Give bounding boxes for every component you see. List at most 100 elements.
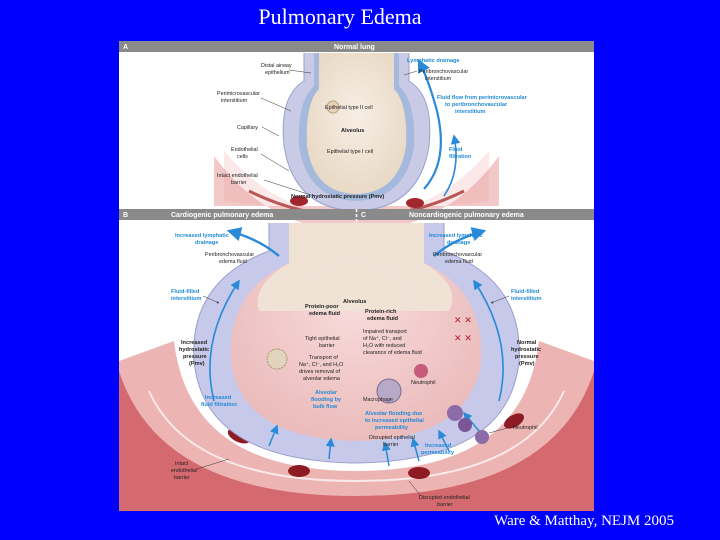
endothelium-bc (148, 390, 565, 483)
c-label-macrophage: Macrophage (363, 397, 393, 403)
label-intact-barrier: Intact endothelial (217, 173, 258, 179)
fluid-arrow (209, 279, 240, 402)
permeability-arrow (410, 437, 420, 462)
filtration-arrow (325, 437, 335, 460)
label-normal-pressure: Normal hydrostatic pressure (Pmv) (291, 194, 384, 200)
label-fluid-filtration: Fluid (449, 147, 463, 153)
c-label-alveolus: Alveolus (343, 299, 366, 305)
label-fluid-flow: interstitium (455, 109, 485, 115)
b-label-protein-poor: Protein-poor (305, 304, 339, 310)
red-blood-cell (290, 196, 308, 206)
c-label-disrupted-endo: Disrupted endothelial (419, 495, 470, 501)
b-label-filtration: Increased (205, 395, 232, 401)
b-label-filtration: fluid filtration (201, 402, 237, 408)
c-label-lymph: Increased lymphatic (429, 233, 483, 239)
red-blood-cell (504, 413, 524, 429)
label-distal-airway: Distal airway (261, 63, 292, 69)
c-label-pressure: (Pmv) (519, 361, 535, 367)
b-label-peri: edema fluid (219, 259, 247, 265)
c-label-permeability: permeability (421, 450, 455, 456)
b-label-ffi: Fluid-filled (171, 289, 200, 295)
leader-line (288, 69, 312, 74)
label-peribronchovascular: Peribronchovascular (419, 69, 468, 75)
label-intact-barrier: barrier (231, 180, 247, 186)
label-epithelium: epithelium (265, 70, 290, 76)
type-ii-cell (326, 100, 340, 114)
b-label-tight: barrier (319, 343, 335, 349)
neutrophil-cell (475, 430, 489, 444)
c-label-protein-rich: edema fluid (367, 316, 399, 322)
figure-svg: A Normal lung Distal airway epithelium P… (119, 41, 594, 511)
label-lymphatic: Lymphatic drainage (407, 58, 460, 64)
panel-c-heading: Noncardiogenic pulmonary edema (409, 212, 524, 219)
c-label-impaired: clearance of edema fluid (363, 350, 422, 356)
label-fluid-flow: Fluid flow from perimicrovascular (437, 95, 528, 101)
leader-line (261, 126, 280, 137)
leader-line (408, 480, 422, 497)
air-space-c (356, 223, 453, 311)
permeability-arrow (438, 429, 450, 452)
leader-line (202, 295, 220, 304)
c-label-peri: Peribronchovascular (433, 252, 482, 258)
c-label-pressure: pressure (515, 354, 539, 360)
label-capillary: Capillary (237, 125, 258, 131)
blocked-transport-icon: ✕ ✕ (454, 316, 472, 326)
lymphatic-arrow-b (226, 227, 280, 257)
c-label-neutrophil: Neutrophil (513, 425, 538, 431)
label-alveolus: Alveolus (341, 128, 364, 134)
leader-line (196, 458, 230, 470)
panel-a-heading: Normal lung (334, 44, 375, 51)
panel-a: A Normal lung Distal airway epithelium P… (119, 41, 594, 231)
slide-title: Pulmonary Edema (258, 4, 422, 29)
label-fluid-flow: to peribronchovascular (445, 102, 508, 108)
red-blood-cell (408, 467, 430, 479)
panel-c-letter: C (361, 212, 366, 219)
label-interstitium-r: interstitium (425, 76, 452, 82)
b-label-transport: Transport of (309, 355, 338, 361)
panel-a-letter: A (123, 44, 128, 51)
b-label-peri: Peribronchovascular (205, 252, 254, 258)
c-label-disrupted-endo: barrier (437, 502, 453, 508)
neutrophil-cell (458, 418, 472, 432)
panel-b-letter: B (123, 212, 128, 219)
c-label-disrupted-epi: Disrupted epithelial (369, 435, 415, 441)
b-label-protein-poor: edema fluid (309, 311, 341, 317)
label-type-i: Epithelial type I cell (327, 149, 373, 155)
label-type-ii: Epithelial type II cell (325, 105, 373, 111)
b-label-ffi: interstitium (171, 296, 201, 302)
blocked-transport-icon: ✕ ✕ (454, 334, 472, 344)
b-label-pressure: (Pmv) (189, 361, 205, 367)
pulmonary-edema-figure: A Normal lung Distal airway epithelium P… (119, 41, 594, 511)
b-label-barrier: Intact (175, 461, 189, 467)
capillary-bed-bc (119, 341, 594, 511)
b-label-flooding: bulk flow (313, 404, 338, 410)
fluid-flow-arrow (443, 134, 461, 197)
c-label-pressure: Normal (517, 340, 537, 346)
air-space-b (257, 223, 356, 311)
panels-b-c: B Cardiogenic pulmonary edema C Noncardi… (119, 209, 594, 511)
red-blood-cell (288, 465, 310, 477)
c-label-flooding: permeability (375, 425, 409, 431)
neutrophil-cell (447, 405, 463, 421)
c-label-disrupted-epi: barrier (383, 442, 399, 448)
capillary-lumen-bc (119, 371, 594, 511)
label-endothelial: Endothelial (231, 147, 258, 153)
c-label-flooding: Alveolar flooding due (365, 411, 422, 417)
b-label-pressure: Increased (181, 340, 208, 346)
b-label-barrier: barrier (174, 475, 190, 481)
c-label-flooding: to increased epithelial (365, 418, 424, 424)
macrophage-cell (376, 378, 402, 404)
permeability-arrow (463, 411, 480, 432)
red-blood-cell (406, 198, 424, 208)
c-label-impaired: of Na⁺, Cl⁻, and (363, 336, 402, 342)
label-cells: cells (237, 154, 248, 160)
b-label-lymph: drainage (195, 240, 218, 246)
panel-b-heading: Cardiogenic pulmonary edema (171, 212, 273, 219)
b-label-transport: alveolar edema (303, 376, 340, 382)
leader-line (490, 295, 510, 304)
label-fluid-filtration: filtration (449, 154, 472, 160)
leader-line (260, 97, 292, 112)
lymphatic-arrow-c (433, 227, 487, 257)
c-label-protein-rich: Protein-rich (365, 309, 397, 315)
b-label-pressure: pressure (183, 354, 207, 360)
